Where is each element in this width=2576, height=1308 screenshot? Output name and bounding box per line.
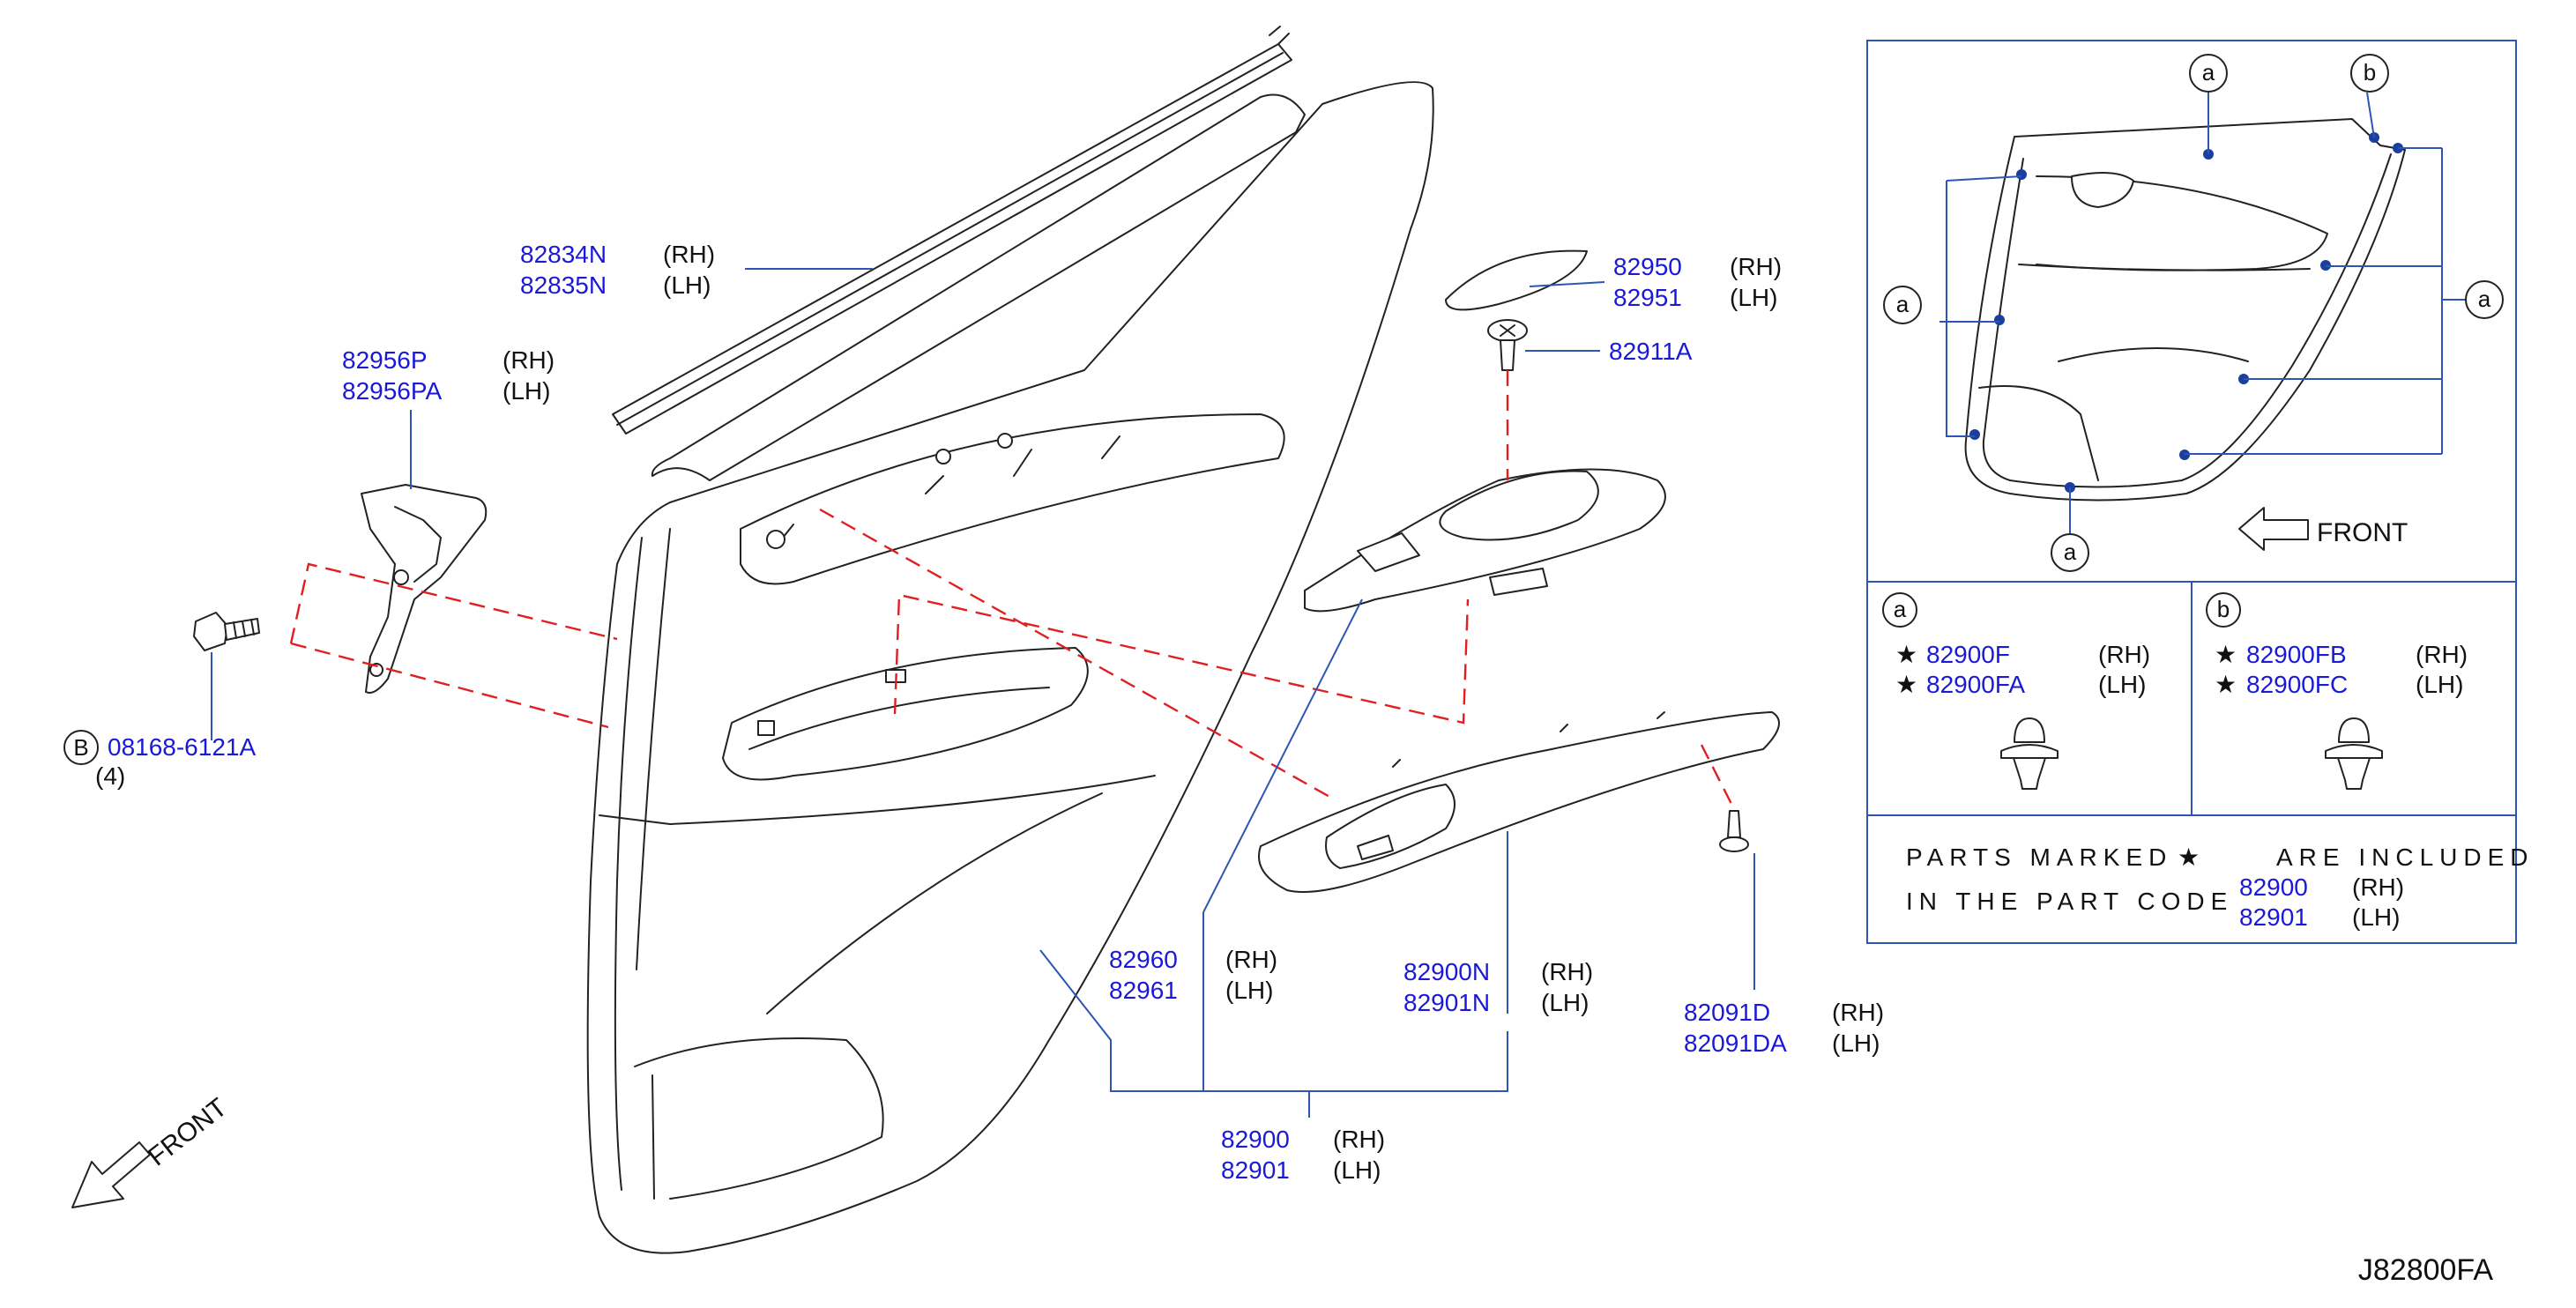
inset-callout-label: a [2478, 286, 2491, 312]
front-arrow-icon [2238, 507, 2309, 551]
part-number-rh: 82900F [1926, 641, 2010, 668]
side-lh: (LH) [1541, 989, 1589, 1016]
note-side-lh: (LH) [2352, 903, 2400, 931]
part-number-rh: 82834N [520, 241, 607, 268]
star-icon: ★ [1895, 671, 1917, 698]
inset-panel: a b a a a FRONT a ★ 82900F (RH) ★ 82900F… [1866, 40, 2534, 944]
note-side-rh: (RH) [2352, 873, 2404, 901]
inset-callout-label: a [2202, 59, 2215, 85]
front-arrow-icon [71, 1141, 151, 1208]
part-number-lh: 82835N [520, 271, 607, 299]
inset-callout-label: b [2364, 59, 2376, 85]
clip-icon [2000, 717, 2059, 790]
side-rh: (RH) [663, 241, 715, 268]
part-number-rh: 82900FB [2246, 641, 2347, 668]
part-number-lh: 82901 [1221, 1156, 1290, 1184]
callout-armrest: 82900N (RH) 82901N (LH) [1403, 958, 1593, 1016]
callout-weatherstrip: 82834N (RH) 82835N (LH) [520, 241, 715, 299]
side-lh: (LH) [503, 377, 550, 405]
callout-assembly: 82900 (RH) 82901 (LH) [1221, 1126, 1385, 1184]
ref-circle-label: B [73, 734, 88, 761]
screw-part [1487, 319, 1528, 371]
section-label: a [1894, 596, 1907, 622]
star-icon: ★ [2178, 844, 2200, 871]
part-number-rh: 82960 [1109, 946, 1178, 973]
side-lh: (LH) [1225, 977, 1273, 1004]
inset-callout-label: a [1896, 291, 1910, 317]
side-rh: (RH) [503, 346, 555, 374]
note-line2: IN THE PART CODE [1906, 888, 2233, 915]
star-icon: ★ [2215, 641, 2237, 668]
inset-door-drawing [1964, 118, 2406, 502]
front-indicator-main: FRONT [71, 1093, 233, 1208]
callout-bolt: B 08168-6121A (4) [63, 730, 256, 790]
side-lh: (LH) [2416, 671, 2463, 698]
side-rh: (RH) [1541, 958, 1593, 985]
drawing-code: J82800FA [2358, 1253, 2493, 1287]
inset-front-label: FRONT [2317, 518, 2408, 547]
side-lh: (LH) [1730, 284, 1777, 311]
side-lh: (LH) [2098, 671, 2146, 698]
included-parts-note: PARTS MARKED ★ ARE INCLUDED IN THE PART … [1906, 844, 2534, 931]
part-number-rh: 82900 [1221, 1126, 1290, 1153]
armrest-part [1258, 711, 1780, 893]
part-number-rh: 82950 [1613, 253, 1682, 280]
callout-screw: 82911A [1609, 338, 1693, 365]
side-rh: (RH) [2098, 641, 2150, 668]
part-number-lh: 82961 [1109, 977, 1178, 1004]
side-rh: (RH) [1333, 1126, 1385, 1153]
side-lh: (LH) [663, 271, 711, 299]
part-number-lh: 82091DA [1684, 1029, 1787, 1057]
side-lh: (LH) [1832, 1029, 1880, 1057]
side-lh: (LH) [1333, 1156, 1381, 1184]
callout-bracket: 82956P (RH) 82956PA (LH) [342, 346, 555, 405]
quantity: (4) [95, 762, 125, 790]
clip-section-a: a ★ 82900F (RH) ★ 82900FA (LH) [1882, 592, 2150, 790]
part-number-lh: 82900FC [2246, 671, 2348, 698]
note-code-lh: 82901 [2239, 903, 2308, 931]
clip-section-b: b ★ 82900FB (RH) ★ 82900FC (LH) [2206, 592, 2468, 790]
push-clip-part [1719, 810, 1749, 852]
bolt-part [193, 612, 260, 651]
inset-frame [1866, 40, 2517, 944]
star-icon: ★ [1895, 641, 1917, 668]
clip-icon [2325, 717, 2383, 790]
part-number: 08168-6121A [108, 733, 256, 761]
part-number-lh: 82901N [1403, 989, 1490, 1016]
callout-switch-finisher: 82960 (RH) 82961 (LH) [1109, 946, 1277, 1004]
bracket-part [361, 484, 488, 694]
part-number-lh: 82956PA [342, 377, 442, 405]
part-number: 82911A [1609, 338, 1693, 365]
star-icon: ★ [2215, 671, 2237, 698]
note-line1-b: ARE INCLUDED [2276, 844, 2534, 871]
part-number-rh: 82091D [1684, 999, 1770, 1026]
switch-finisher-part [1304, 468, 1666, 613]
part-number-lh: 82900FA [1926, 671, 2025, 698]
inset-leader-lines [1939, 92, 2475, 533]
inset-callout-label: a [2064, 539, 2077, 565]
part-number-rh: 82956P [342, 346, 428, 374]
callout-clip: 82091D (RH) 82091DA (LH) [1684, 999, 1884, 1057]
side-rh: (RH) [2416, 641, 2468, 668]
note-line1-a: PARTS MARKED [1906, 844, 2172, 871]
trim-cover-part [1445, 249, 1588, 311]
ref-circle [63, 730, 99, 765]
door-weatherstrip [612, 26, 1306, 481]
side-rh: (RH) [1730, 253, 1782, 280]
part-number-rh: 82900N [1403, 958, 1490, 985]
side-rh: (RH) [1832, 999, 1884, 1026]
side-rh: (RH) [1225, 946, 1277, 973]
front-label: FRONT [143, 1093, 233, 1172]
assembly-dash-lines [289, 370, 1736, 810]
note-code-rh: 82900 [2239, 873, 2308, 901]
section-label: b [2217, 596, 2230, 622]
callout-trim-cover: 82950 (RH) 82951 (LH) [1613, 253, 1782, 311]
leader-lines [211, 268, 1755, 1118]
part-number-lh: 82951 [1613, 284, 1682, 311]
